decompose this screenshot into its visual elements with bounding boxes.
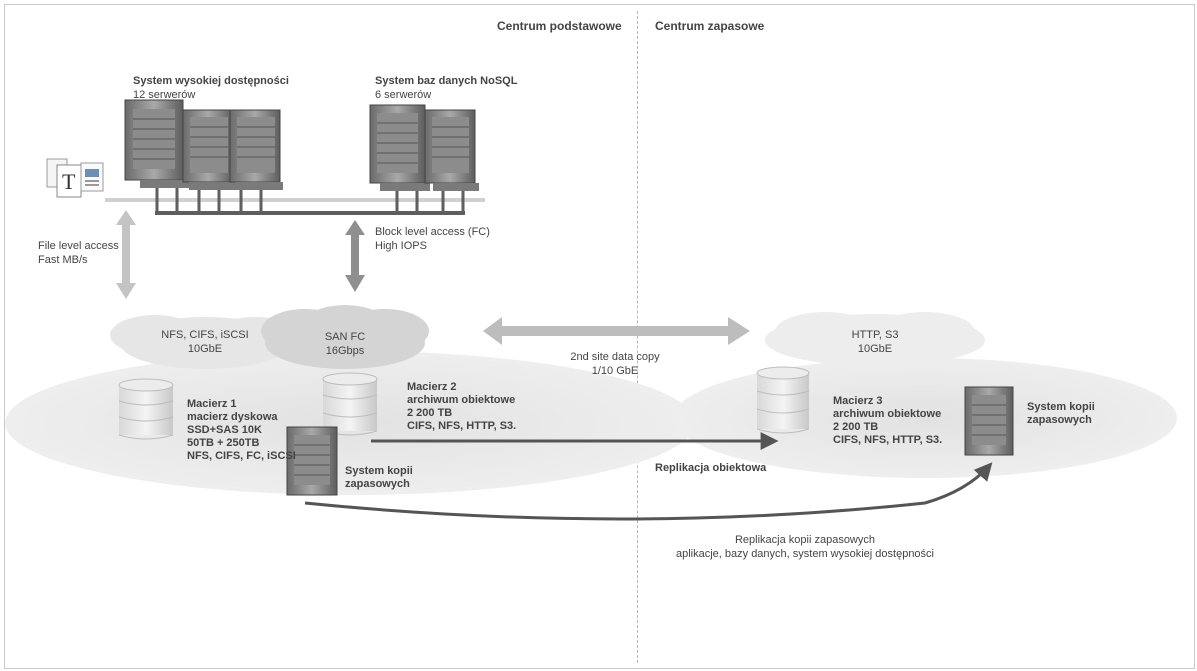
backup-system-1-label: System kopii zapasowych (345, 465, 413, 490)
san-cloud (261, 305, 429, 369)
object-replication-label: Replikacja obiektowa (655, 462, 767, 474)
site-copy-label: 2nd site data copy 1/10 GbE (570, 351, 660, 377)
array3-label: Macierz 3 archiwum obiektowe 2 200 TB CI… (833, 395, 943, 446)
file-access-arrow (116, 210, 136, 299)
array2-label: Macierz 2 archiwum obiektowe 2 200 TB CI… (407, 381, 517, 432)
diagram-frame: T Centrum podstawowe Centrum zapasowe Sy… (4, 4, 1195, 669)
backup-center-title: Centrum zapasowe (655, 19, 765, 33)
backup-replication-arrow (304, 462, 993, 521)
backup-system-2-label: System kopii zapasowych (1027, 401, 1095, 426)
file-access-label: File level access Fast MB/s (38, 240, 119, 266)
array1-disk-icon (118, 378, 174, 440)
primary-center-title: Centrum podstawowe (497, 19, 622, 33)
nosql-server-rack-2 (424, 109, 479, 191)
array2-disk-icon (322, 372, 378, 436)
array1-label: Macierz 1 macierz dyskowa SSD+SAS 10K 50… (187, 398, 296, 462)
ha-system-title: System wysokiej dostępności (133, 75, 289, 87)
site-divider (637, 11, 638, 663)
ha-system-subtitle: 12 serwerów (133, 89, 196, 101)
backup-server-icon-1 (286, 426, 338, 496)
block-access-label: Block level access (FC) High IOPS (375, 226, 490, 252)
http-cloud (765, 312, 985, 366)
nas-protocols-label: NFS, CIFS, iSCSI 10GbE (161, 329, 249, 355)
backup-replication-label: Replikacja kopii zapasowych aplikacje, b… (675, 534, 934, 560)
nosql-system-subtitle: 6 serwerów (375, 89, 432, 101)
ha-server-rack-1 (124, 99, 190, 188)
diagram-canvas (5, 99, 1177, 521)
documents-icon: T (46, 158, 104, 198)
san-label: SAN FC 16Gbps (324, 331, 366, 357)
site-copy-arrow (483, 317, 750, 345)
svg-text:T: T (62, 169, 76, 194)
backup-server-icon-2 (964, 386, 1014, 456)
block-access-arrow (345, 220, 365, 292)
nosql-system-title: System baz danych NoSQL (375, 75, 518, 87)
array3-disk-icon (756, 366, 810, 434)
ha-server-rack-2 (182, 109, 237, 190)
http-protocols-label: HTTP, S3 10GbE (851, 329, 899, 355)
nosql-server-rack-1 (369, 104, 430, 191)
ha-server-rack-3 (229, 109, 283, 190)
